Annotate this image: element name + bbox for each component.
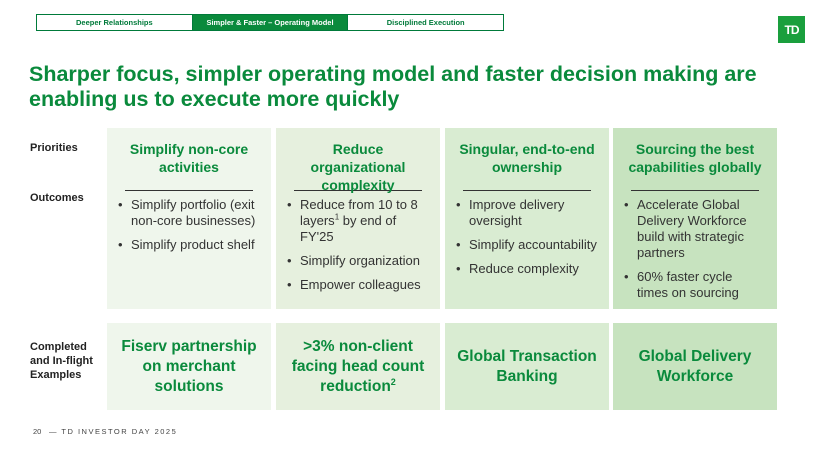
tab-deeper-relationships[interactable]: Deeper Relationships — [75, 18, 153, 27]
footnote-marker: 2 — [390, 376, 396, 387]
outcome-list: Accelerate Global Delivery Workforce bui… — [623, 197, 767, 301]
footnote-marker: 1 — [334, 212, 340, 222]
divider — [463, 190, 591, 191]
priority-card-sourcing: Sourcing the best capabilities globally … — [613, 128, 777, 309]
priority-card-ownership: Singular, end-to-end ownership Improve d… — [445, 128, 609, 309]
priority-title: Reduce organizational complexity — [310, 141, 406, 193]
tab-simpler-faster[interactable]: Simpler & Faster – Operating Model — [191, 15, 348, 30]
outcome-list: Improve delivery oversight Simplify acco… — [455, 197, 599, 277]
outcome-item: Reduce from 10 to 8 layers1 by end of FY… — [286, 197, 430, 245]
outcome-item: Simplify accountability — [455, 237, 599, 253]
outcome-list: Simplify portfolio (exit non-core busine… — [117, 197, 261, 253]
priority-title: Singular, end-to-end ownership — [459, 141, 595, 175]
footer-text: — TD INVESTOR DAY 2025 — [48, 427, 178, 436]
divider — [294, 190, 422, 191]
row-label-outcomes: Outcomes — [30, 192, 84, 204]
footer: 20 — TD INVESTOR DAY 2025 — [33, 427, 177, 436]
example-delivery-workforce: Global Delivery Workforce — [613, 323, 777, 410]
row-label-priorities: Priorities — [30, 142, 78, 154]
outcome-item: Reduce complexity — [455, 261, 599, 277]
priority-card-reduce-complexity: Reduce organizational complexity Reduce … — [276, 128, 440, 309]
outcome-item: Empower colleagues — [286, 277, 430, 293]
outcome-item: Accelerate Global Delivery Workforce bui… — [623, 197, 767, 261]
outcome-item: Improve delivery oversight — [455, 197, 599, 229]
priority-title: Sourcing the best capabilities globally — [628, 141, 762, 175]
outcome-item: 60% faster cycle times on sourcing — [623, 269, 767, 301]
priority-title: Simplify non-core activities — [129, 141, 249, 175]
example-headcount: >3% non-client facing head count reducti… — [276, 323, 440, 410]
page-number: 20 — [33, 427, 42, 436]
tab-disciplined-execution[interactable]: Disciplined Execution — [347, 15, 503, 30]
outcome-list: Reduce from 10 to 8 layers1 by end of FY… — [286, 197, 430, 293]
example-fiserv: Fiserv partnership on merchant solutions — [107, 323, 271, 410]
outcome-item: Simplify organization — [286, 253, 430, 269]
row-label-examples: Completed and In-flight Examples — [30, 341, 93, 381]
td-logo: TD — [778, 16, 805, 43]
divider — [631, 190, 759, 191]
divider — [125, 190, 253, 191]
outcome-item: Simplify portfolio (exit non-core busine… — [117, 197, 261, 229]
page-title: Sharper focus, simpler operating model a… — [29, 62, 757, 111]
section-tabs: Deeper Relationships Simpler & Faster – … — [36, 14, 504, 31]
outcome-item: Simplify product shelf — [117, 237, 261, 253]
example-transaction-banking: Global Transaction Banking — [445, 323, 609, 410]
priority-card-simplify: Simplify non-core activities Simplify po… — [107, 128, 271, 309]
